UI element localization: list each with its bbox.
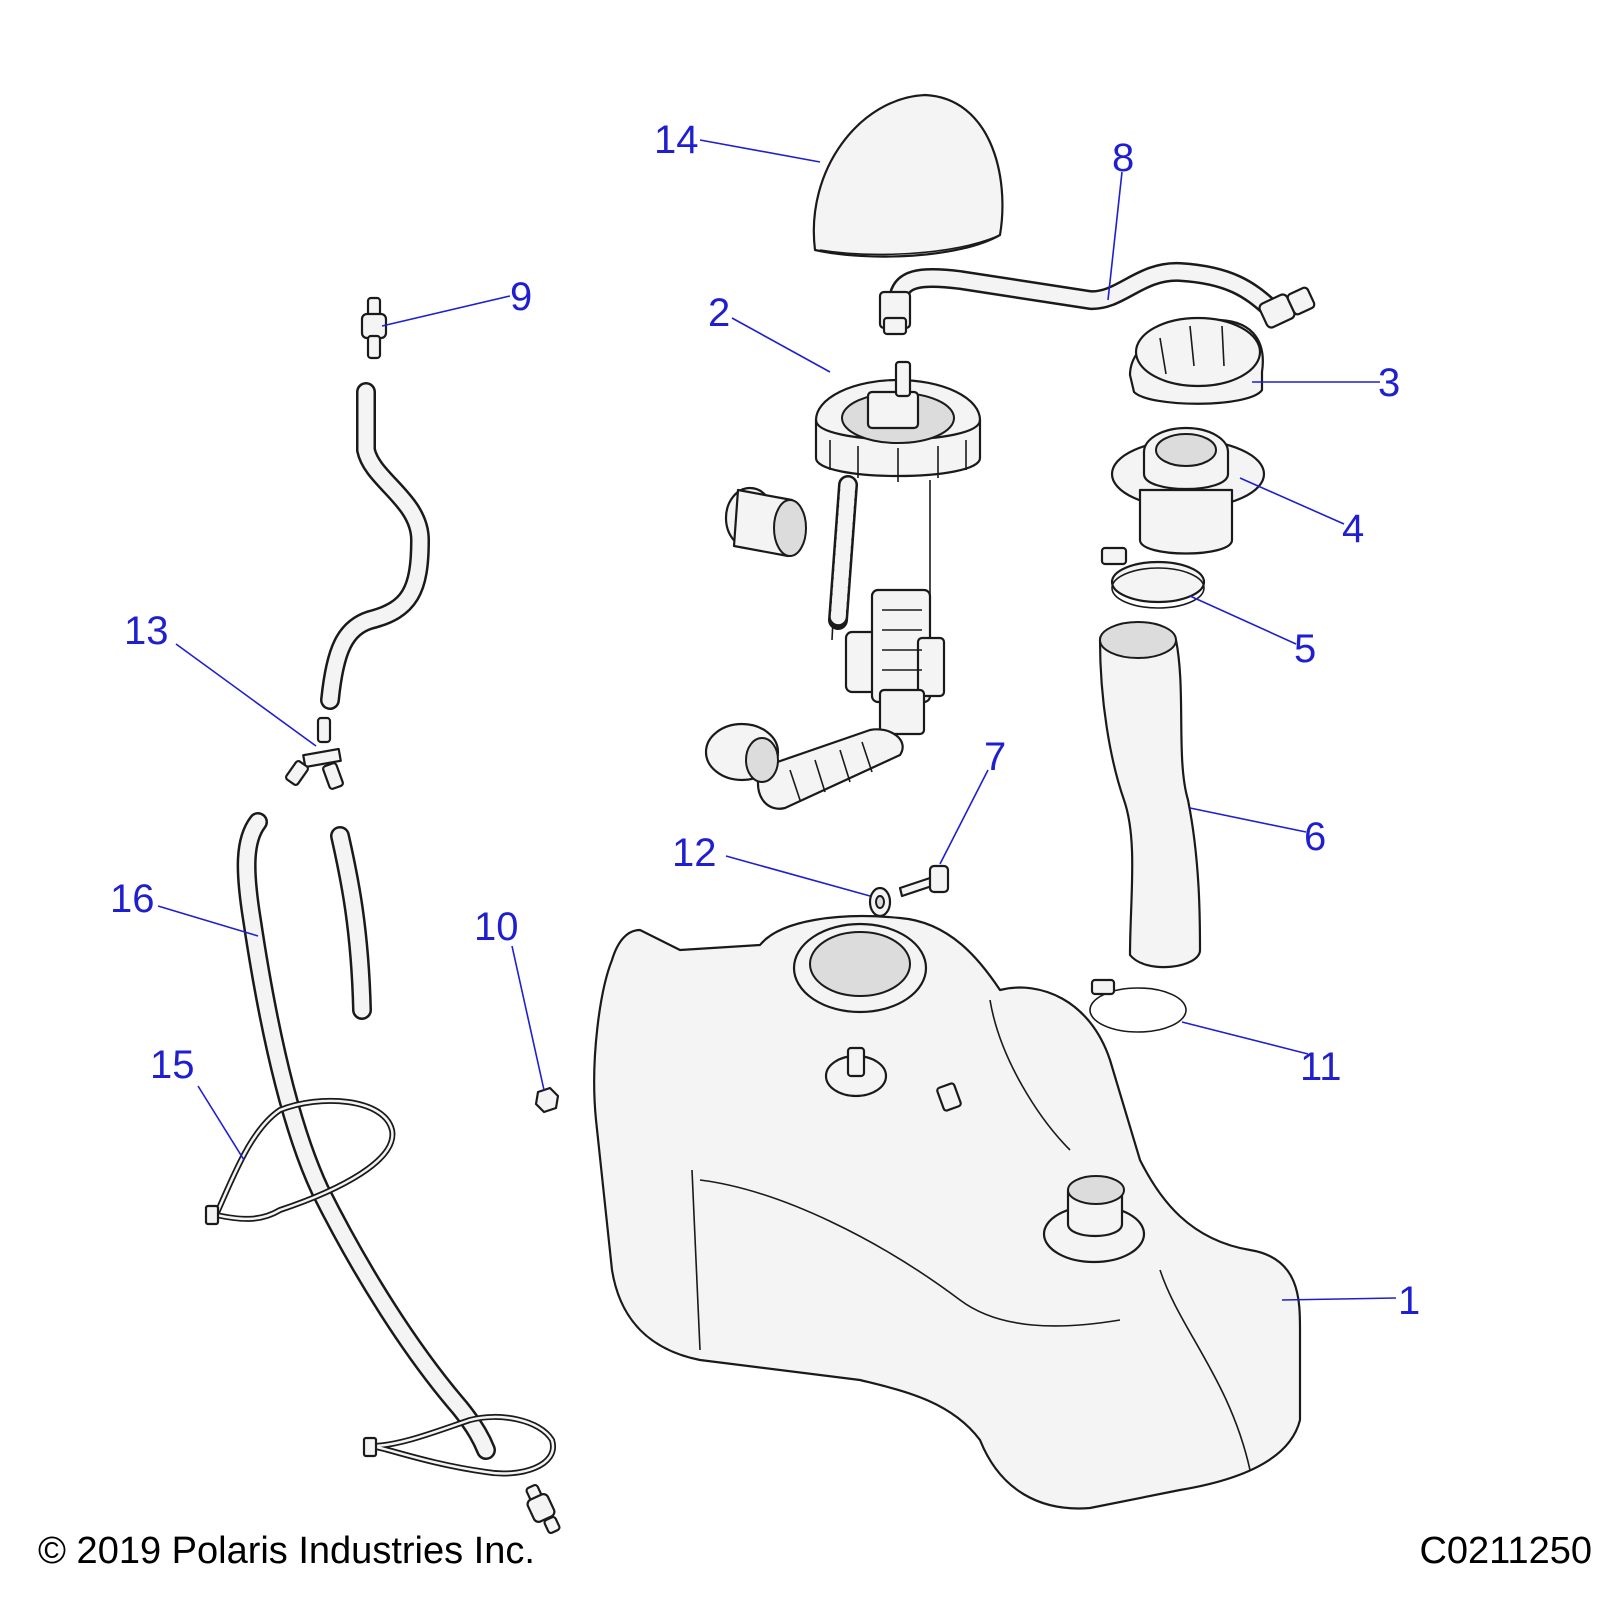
callout-3: 3 — [1378, 361, 1400, 405]
part-10-nut — [534, 1086, 560, 1114]
part-15-cable-tie-lower — [362, 1414, 556, 1477]
part-9-check-valve — [360, 296, 388, 360]
part-8-vent-line — [878, 261, 1316, 336]
part-15-cable-tie-upper — [204, 1097, 396, 1226]
copyright-text: © 2019 Polaris Industries Inc. — [38, 1530, 535, 1572]
callout-1: 1 — [1398, 1279, 1420, 1323]
vent-hose-upper — [320, 382, 430, 710]
callout-16: 16 — [110, 877, 155, 921]
callout-13: 13 — [124, 609, 169, 653]
part-12-washer — [868, 886, 892, 918]
part-7-bolt — [898, 864, 950, 898]
callout-12: 12 — [672, 831, 717, 875]
part-2-fuel-pump-assembly — [704, 360, 982, 810]
part-11-hose-clamp — [1089, 978, 1187, 1033]
drawing-id: C0211250 — [1419, 1530, 1592, 1572]
callout-labels: 14 8 9 2 3 4 5 6 7 12 13 16 10 11 15 1 — [110, 118, 1420, 1323]
check-valve-bottom — [525, 1484, 561, 1534]
leader-lines — [157, 139, 1397, 1301]
part-3-fuel-cap — [1128, 316, 1264, 405]
part-4-filler-neck — [1110, 426, 1266, 555]
part-14-dome-cover — [812, 93, 1004, 258]
callout-10: 10 — [474, 905, 519, 949]
part-1-fuel-tank — [593, 915, 1302, 1510]
callout-14: 14 — [654, 118, 699, 162]
part-5-hose-clamp — [1100, 546, 1206, 609]
callout-8: 8 — [1112, 136, 1134, 180]
callout-11: 11 — [1300, 1045, 1342, 1089]
callout-2: 2 — [708, 291, 730, 335]
callout-4: 4 — [1342, 507, 1364, 551]
part-6-filler-hose — [1098, 621, 1202, 969]
part-13-tee-fitting — [285, 716, 344, 790]
callout-9: 9 — [510, 275, 532, 319]
callout-15: 15 — [150, 1043, 195, 1087]
callout-5: 5 — [1294, 627, 1316, 671]
vent-hose-short — [330, 826, 372, 1020]
callout-6: 6 — [1304, 815, 1326, 859]
part-2-float-cylinder — [724, 486, 807, 558]
callout-7: 7 — [984, 735, 1006, 779]
part-16-long-vent-hose — [236, 812, 496, 1460]
